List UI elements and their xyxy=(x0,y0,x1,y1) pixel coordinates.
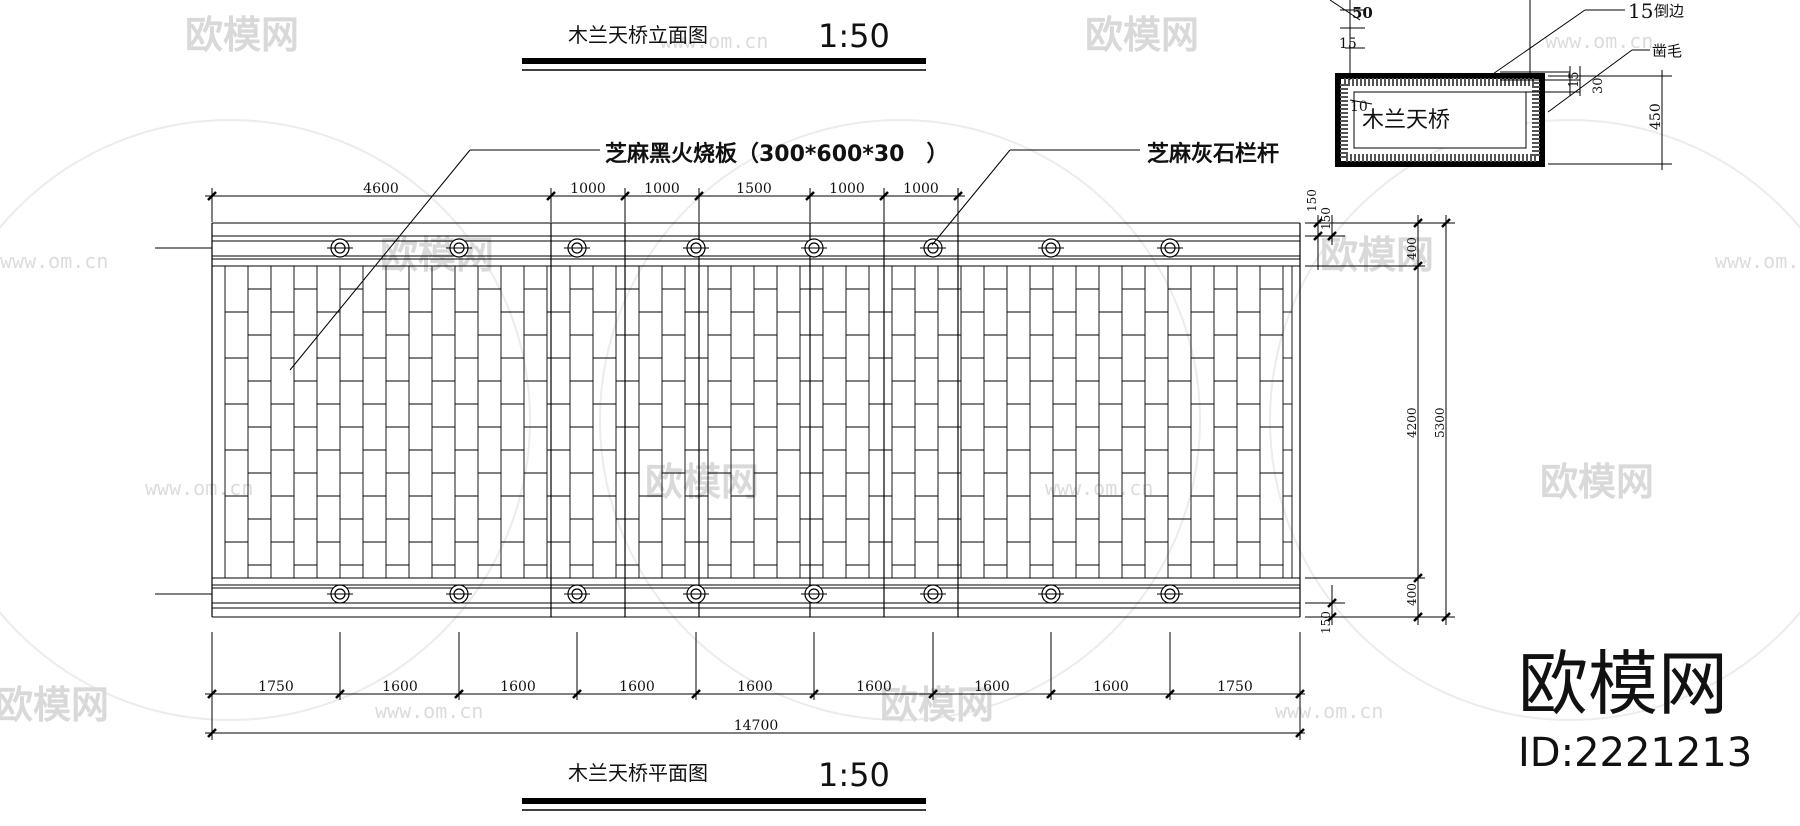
railing-post xyxy=(564,238,590,258)
top-dim-label: 1000 xyxy=(570,181,606,197)
callout-railing: 芝麻灰石栏杆 xyxy=(931,141,1279,246)
right-dimension-labels: 150 150 400 4200 5300 400 150 xyxy=(1305,189,1447,634)
section-chamfer-text: 倒边 xyxy=(1654,2,1684,20)
bridge-outline xyxy=(211,223,1301,617)
bridge-plan xyxy=(155,222,1301,618)
top-dim-label: 1000 xyxy=(903,181,939,197)
section-detail: 木兰天桥 50 15 10 15 30 450 15 xyxy=(1329,0,1684,170)
watermark-url-6: www.om.cn xyxy=(1275,699,1383,723)
brand-logo-block: 欧模网 ID:2221213 xyxy=(1518,643,1752,776)
section-rough-text: 凿毛 xyxy=(1652,42,1682,60)
railing-post xyxy=(1038,584,1064,604)
right-dim-150-b: 150 xyxy=(1319,207,1333,230)
railing-post xyxy=(327,584,353,604)
railing-post xyxy=(920,584,946,604)
right-dimension-chain xyxy=(1305,215,1455,625)
railing-post xyxy=(446,584,472,604)
right-dim-bottom-150: 150 xyxy=(1319,611,1333,634)
brand-logo: 欧模网 xyxy=(1518,643,1728,725)
bottom-dim-label: 1600 xyxy=(500,679,536,695)
bottom-dim-label: 1600 xyxy=(737,679,773,695)
bottom-dimension-chain xyxy=(205,632,1305,740)
elevation-title: 木兰天桥立面图 xyxy=(568,23,708,47)
railing-post xyxy=(1157,584,1183,604)
watermark-brand-5: 欧模网 xyxy=(645,460,759,504)
section-outer xyxy=(1335,73,1545,167)
railing-post xyxy=(327,238,353,258)
right-dim-150-a: 150 xyxy=(1305,189,1319,212)
plan-scale: 1:50 xyxy=(818,756,890,794)
watermark-brand-1: 欧模网 xyxy=(185,13,299,57)
watermark-url-2: www.om.cn xyxy=(1715,249,1800,273)
bottom-dim-label: 1600 xyxy=(856,679,892,695)
railing-post xyxy=(683,238,709,258)
section-dim-15-left: 15 xyxy=(1339,36,1357,52)
callout-railing-label: 芝麻灰石栏杆 xyxy=(1147,141,1279,167)
watermark-url-7: www.om.cn xyxy=(660,29,768,53)
section-rough-band xyxy=(1340,78,1540,162)
section-dim-450: 450 xyxy=(1648,103,1664,130)
bottom-dim-label: 1600 xyxy=(1093,679,1129,695)
watermark-url-5: www.om.cn xyxy=(375,699,483,723)
callout-paving-label: 芝麻黑火烧板（300*600*30 ） xyxy=(605,141,948,167)
railing-post xyxy=(564,584,590,604)
railing-post xyxy=(683,584,709,604)
section-dim-10: 10 xyxy=(1350,99,1368,115)
section-leaders xyxy=(1329,0,1672,170)
watermark-brand-2: 欧模网 xyxy=(1085,13,1199,57)
top-dim-label: 1000 xyxy=(829,181,865,197)
bottom-dim-label: 1600 xyxy=(619,679,655,695)
railing-post xyxy=(1157,238,1183,258)
elevation-title-block: 木兰天桥立面图 1:50 xyxy=(522,17,926,71)
section-dim-15-right: 15 xyxy=(1567,71,1582,88)
paving-grid xyxy=(224,266,1293,578)
brand-id: ID:2221213 xyxy=(1518,730,1752,776)
right-dim-top-400: 400 xyxy=(1405,237,1419,260)
watermark-brand-3: 欧模网 xyxy=(380,233,494,277)
bottom-dim-label: 1750 xyxy=(258,679,294,695)
callout-paving: 芝麻黑火烧板（300*600*30 ） xyxy=(289,141,948,371)
plan-title-block: 木兰天桥平面图 1:50 xyxy=(522,756,926,811)
right-dim-bottom-400: 400 xyxy=(1405,583,1419,606)
railing-post xyxy=(920,238,946,258)
railing-post xyxy=(801,238,827,258)
bottom-dim-label: 1600 xyxy=(382,679,418,695)
watermark-url-8: www.om.cn xyxy=(1545,29,1653,53)
top-dim-label: 1000 xyxy=(644,181,680,197)
bottom-railing xyxy=(212,577,1300,618)
watermark-circles xyxy=(0,119,1800,721)
right-dim-4200: 4200 xyxy=(1405,407,1419,438)
top-dimension-chain xyxy=(205,188,965,222)
railing-post xyxy=(801,584,827,604)
right-dim-5300: 5300 xyxy=(1433,407,1447,438)
section-inner xyxy=(1353,91,1527,149)
railing-post xyxy=(446,238,472,258)
bottom-dimension-labels: 1750 1600 1600 1600 1600 1600 1600 1600 … xyxy=(258,679,1253,734)
top-railing xyxy=(212,222,1300,267)
railing-posts xyxy=(327,238,1183,604)
overall-length-label: 14700 xyxy=(734,718,779,734)
elevation-scale: 1:50 xyxy=(818,17,890,55)
top-dimension-labels: 4600 1000 1000 1500 1000 1000 xyxy=(363,181,939,197)
section-label: 木兰天桥 xyxy=(1362,108,1450,133)
top-dim-label: 1500 xyxy=(736,181,772,197)
plan-title: 木兰天桥平面图 xyxy=(568,761,708,785)
watermark-layer: 欧模网 欧模网 欧模网 欧模网 欧模网 欧模网 欧模网 欧模网 www.om.c… xyxy=(0,13,1800,727)
section-dim-30: 30 xyxy=(1591,77,1606,94)
section-chamfer-num: 15 xyxy=(1628,0,1653,23)
bottom-dim-label: 1750 xyxy=(1217,679,1253,695)
railing-post xyxy=(1038,238,1064,258)
bottom-dim-label: 1600 xyxy=(974,679,1010,695)
top-dim-label: 4600 xyxy=(363,181,399,197)
watermark-brand-7: 欧模网 xyxy=(0,683,109,727)
watermark-url-1: www.om.cn xyxy=(0,249,108,273)
watermark-brand-6: 欧模网 xyxy=(1540,460,1654,504)
section-dim-50: 50 xyxy=(1352,4,1373,22)
